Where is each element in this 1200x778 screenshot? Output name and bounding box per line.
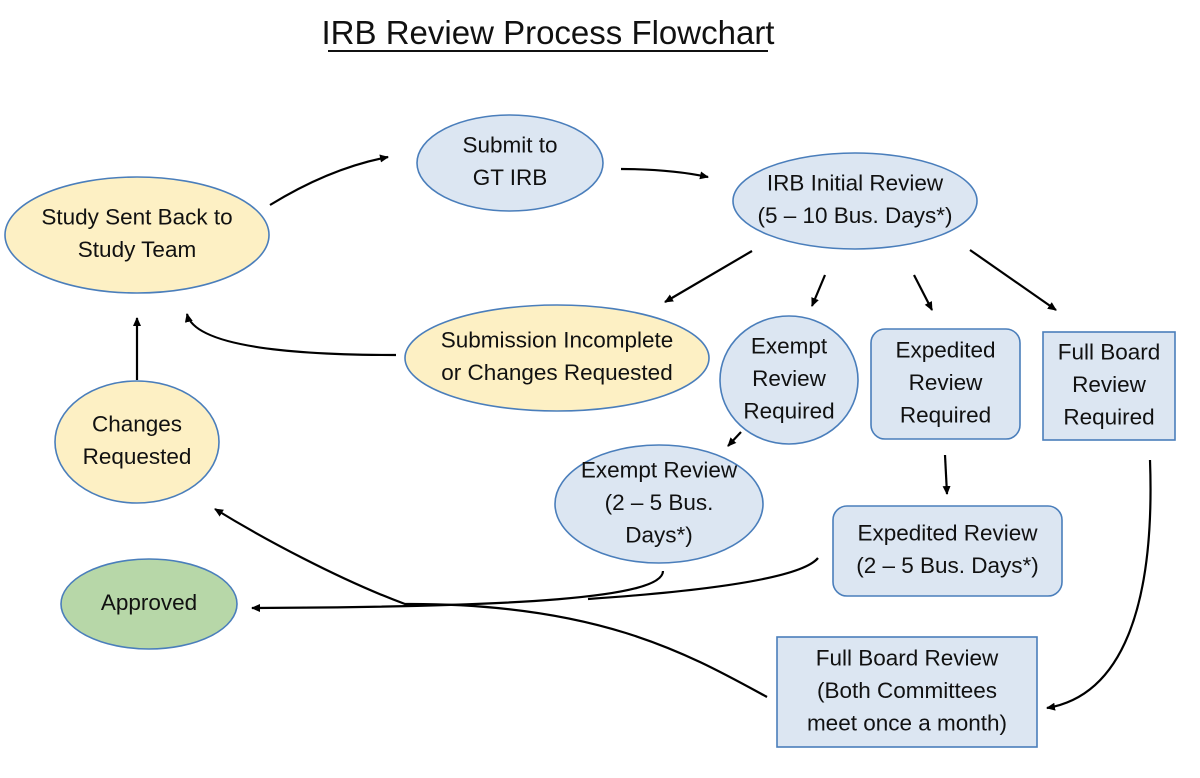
sent-back-label-line: Study Sent Back to bbox=[41, 205, 232, 230]
exempt-review-label-line: Days*) bbox=[625, 522, 693, 547]
approved-label-line: Approved bbox=[101, 590, 197, 615]
full-board-review-label-line: Full Board Review bbox=[816, 645, 999, 670]
node-sent-back: Study Sent Back to Study Team bbox=[4, 176, 270, 294]
edge-initial-review-to-incomplete bbox=[664, 250, 753, 303]
edge-sent-back-to-submit bbox=[269, 154, 389, 206]
page-title: IRB Review Process Flowchart bbox=[322, 14, 775, 51]
node-full-board-review: Full Board Review (Both Committees meet on… bbox=[776, 636, 1038, 748]
exempt-review-shape bbox=[554, 444, 764, 564]
incomplete-label-line: Submission Incomplete bbox=[441, 328, 674, 353]
exempt-required-label-line: Review bbox=[752, 366, 827, 391]
full-board-review-label-line: meet once a month) bbox=[807, 710, 1007, 735]
expedited-review-label-line: Expedited Review bbox=[857, 521, 1038, 546]
expedited-required-label-line: Expedited bbox=[895, 337, 995, 362]
node-expedited-review: Expedited Review (2 – 5 Bus. Days*) bbox=[832, 505, 1063, 597]
exempt-required-label-line: Required bbox=[743, 398, 834, 423]
exempt-review-label-line: (2 – 5 Bus. bbox=[605, 490, 714, 515]
initial-review-shape bbox=[732, 152, 978, 250]
incomplete-label-line: or Changes Requested bbox=[441, 360, 672, 385]
node-initial-review: IRB Initial Review (5 – 10 Bus. Days*) bbox=[732, 152, 978, 250]
edge-expedited-review-to-merge bbox=[587, 557, 819, 601]
full-board-required-label-line: Review bbox=[1072, 372, 1147, 397]
edge-initial-review-to-exempt-required bbox=[810, 274, 827, 307]
exempt-required-label-line: Exempt bbox=[751, 333, 828, 358]
expedited-required-label-line: Review bbox=[909, 370, 984, 395]
edge-initial-review-to-full-board-required bbox=[969, 249, 1057, 311]
initial-review-label-line: IRB Initial Review bbox=[767, 171, 944, 196]
expedited-required-shape bbox=[870, 328, 1021, 440]
expedited-review-label-line: (2 – 5 Bus. Days*) bbox=[856, 553, 1039, 578]
edge-initial-review-to-expedited-required bbox=[913, 274, 933, 311]
submit-label-line: Submit to bbox=[462, 133, 557, 158]
edge-exempt-review-to-approved bbox=[251, 570, 665, 612]
expedited-required-label-line: Required bbox=[900, 402, 991, 427]
full-board-review-shape bbox=[776, 636, 1038, 748]
incomplete-shape bbox=[404, 304, 710, 412]
node-submit: Submit to GT IRB bbox=[416, 114, 604, 212]
submit-shape bbox=[416, 114, 604, 212]
edge-submit-to-initial-review bbox=[620, 167, 709, 180]
exempt-required-shape bbox=[719, 315, 859, 445]
edge-incomplete-to-sent-back bbox=[184, 313, 397, 357]
node-approved: Approved bbox=[60, 558, 238, 650]
connectors bbox=[133, 154, 1152, 711]
full-board-review-label-line: (Both Committees bbox=[817, 678, 997, 703]
changes-requested-shape bbox=[54, 380, 220, 504]
initial-review-label-line: (5 – 10 Bus. Days*) bbox=[757, 203, 952, 228]
changes-requested-label-line: Changes bbox=[92, 412, 182, 437]
expedited-review-shape bbox=[832, 505, 1063, 597]
edge-expedited-required-to-expedited-review bbox=[942, 454, 951, 495]
nodes: Submit to GT IRB IRB Initial Review (5 – 10… bbox=[4, 114, 1176, 748]
submit-label-line: GT IRB bbox=[473, 165, 548, 190]
node-exempt-review: Exempt Review (2 – 5 Bus. Days*) bbox=[554, 444, 764, 564]
node-incomplete: Submission Incomplete or Changes Requeste… bbox=[404, 304, 710, 412]
changes-requested-label-line: Requested bbox=[83, 444, 192, 469]
full-board-required-label-line: Full Board bbox=[1058, 339, 1161, 364]
approved-shape bbox=[60, 558, 238, 650]
full-board-required-shape bbox=[1042, 331, 1176, 441]
edge-full-board-review-to-changes-requested bbox=[214, 508, 768, 698]
sent-back-label-line: Study Team bbox=[78, 237, 196, 262]
full-board-required-label-line: Required bbox=[1063, 404, 1154, 429]
edge-exempt-required-to-exempt-review bbox=[727, 431, 742, 447]
edge-full-board-required-to-full-board-review bbox=[1046, 459, 1152, 711]
sent-back-shape bbox=[4, 176, 270, 294]
exempt-review-label-line: Exempt Review bbox=[581, 457, 738, 482]
